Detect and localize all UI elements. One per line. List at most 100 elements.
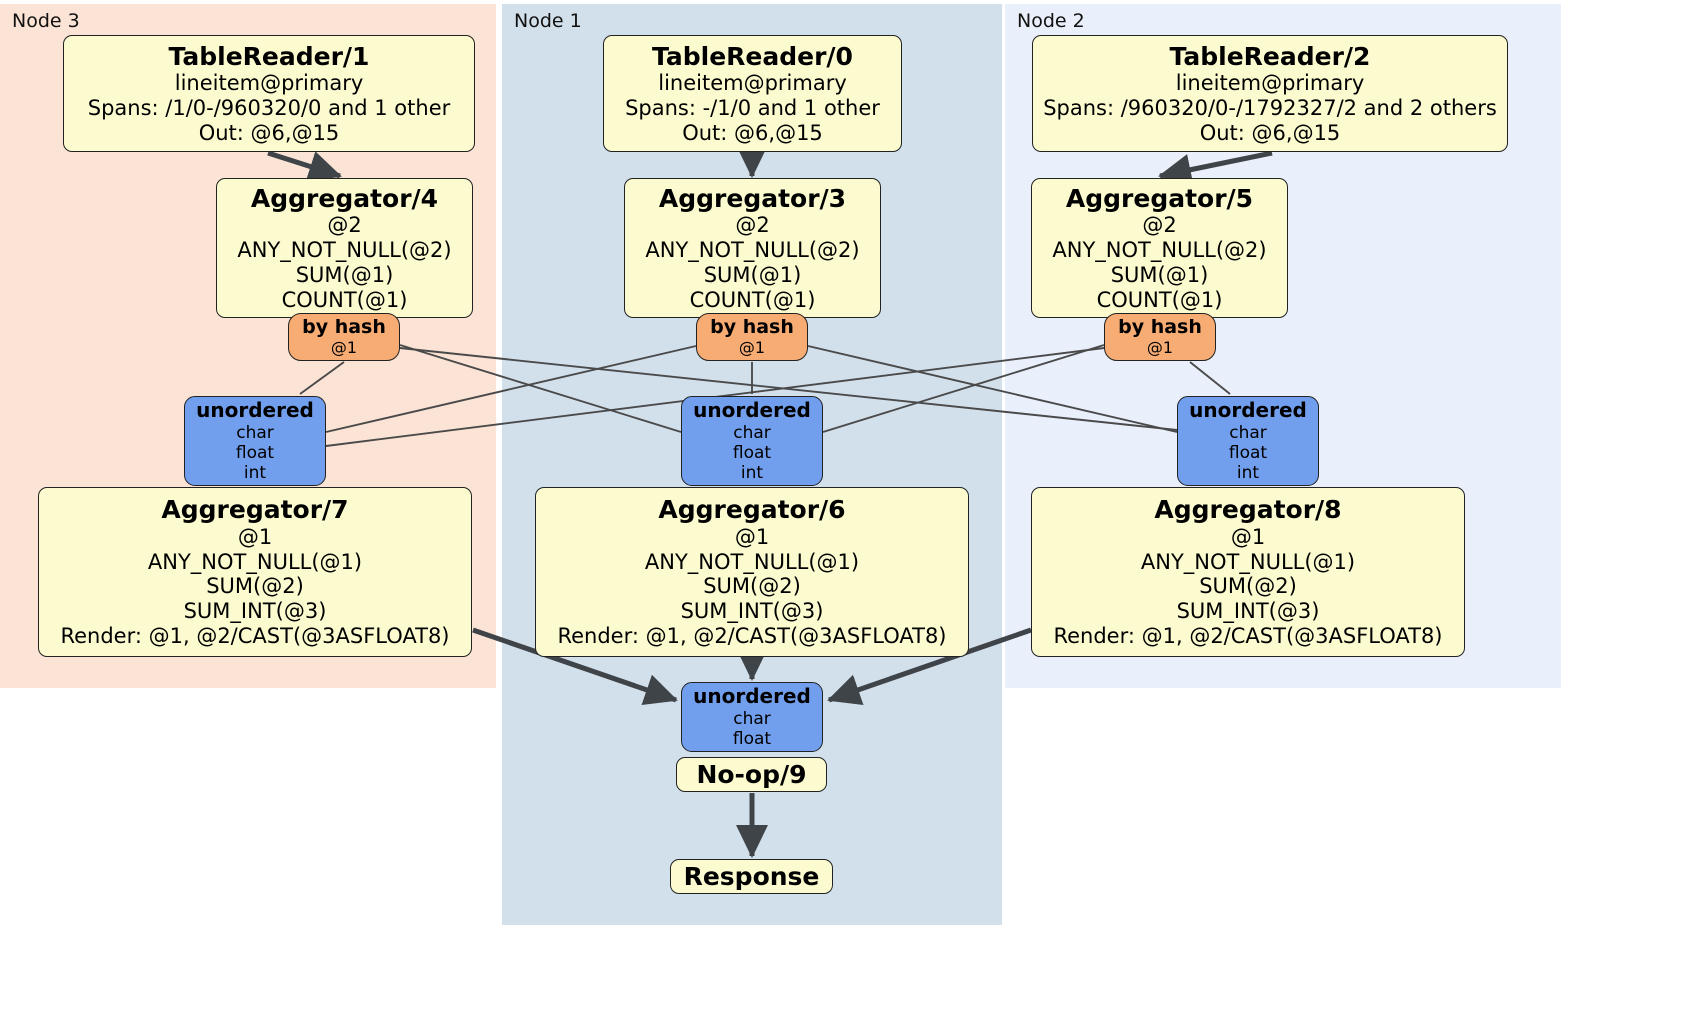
node-box-line: ANY_NOT_NULL(@1) <box>1140 549 1356 574</box>
edge-hash4-to-unordered7 <box>299 361 345 395</box>
node-panel-label: Node 3 <box>12 10 80 32</box>
edge-tablereader2-to-aggregator5 <box>1158 150 1273 186</box>
node-box-line: @1 <box>734 524 770 549</box>
node-box-title: unordered <box>693 684 811 709</box>
node-box-line: ANY_NOT_NULL(@2) <box>1052 237 1267 262</box>
node-box-title: TableReader/1 <box>168 41 370 71</box>
node-box-title: unordered <box>693 398 811 423</box>
node-box-title: Response <box>683 861 820 891</box>
node-box-line: char <box>733 708 771 729</box>
node-box-line: Spans: -/1/0 and 1 other <box>625 95 880 120</box>
node-box-line: SUM_INT(@3) <box>183 599 327 624</box>
node-box-line: COUNT(@1) <box>281 287 408 312</box>
node-box-line: COUNT(@1) <box>1096 287 1223 312</box>
node-box-title: Aggregator/3 <box>658 183 847 213</box>
node-box-line: Out: @6,@15 <box>198 120 340 145</box>
node-box-title: Aggregator/4 <box>250 183 439 213</box>
node-box-title: by hash <box>302 316 386 339</box>
node-box-line: COUNT(@1) <box>689 287 816 312</box>
node-box-line: Spans: /1/0-/960320/0 and 1 other <box>87 95 451 120</box>
node-box-line: @2 <box>735 213 770 238</box>
edge-hash4-to-unordered6 <box>399 344 682 433</box>
node-box-line: Out: @6,@15 <box>1199 120 1341 145</box>
node-box-line: Spans: /960320/0-/1792327/2 and 2 others <box>1043 95 1497 120</box>
node-box-line: float <box>1228 442 1268 463</box>
node-box-line: @1 <box>1230 524 1266 549</box>
node-box-line: @1 <box>237 524 273 549</box>
node-box-title: No-op/9 <box>696 759 807 789</box>
node-panel-label: Node 1 <box>514 10 582 32</box>
node-box-line: SUM(@2) <box>206 574 304 599</box>
node-box-hash3[interactable]: by hash@1 <box>696 313 808 361</box>
node-box-title: unordered <box>196 398 314 423</box>
node-box-line: SUM(@1) <box>295 262 394 287</box>
edge-hash3-to-unordered7 <box>325 345 697 433</box>
edge-hash5-to-unordered6 <box>822 344 1105 433</box>
node-box-line: @2 <box>327 213 362 238</box>
node-box-title: Aggregator/7 <box>161 495 349 525</box>
node-box-title: Aggregator/5 <box>1065 183 1254 213</box>
node-box-line: @1 <box>738 337 766 357</box>
node-box-hash4[interactable]: by hash@1 <box>288 313 400 361</box>
edge-tablereader1-to-aggregator4 <box>267 150 342 182</box>
node-box-line: float <box>235 442 275 463</box>
node-box-line: SUM(@2) <box>1199 574 1297 599</box>
node-box-line: ANY_NOT_NULL(@2) <box>237 237 452 262</box>
node-box-line: SUM(@1) <box>1110 262 1209 287</box>
node-box-line: ANY_NOT_NULL(@1) <box>147 549 363 574</box>
node-box-line: Render: @1, @2/CAST(@3ASFLOAT8) <box>1053 623 1443 648</box>
node-box-line: lineitem@primary <box>1175 71 1365 96</box>
node-box-title: unordered <box>1189 398 1307 423</box>
node-box-title: TableReader/0 <box>652 41 853 71</box>
node-box-line: SUM_INT(@3) <box>1176 599 1320 624</box>
node-box-line: char <box>1229 422 1267 443</box>
node-box-line: SUM(@2) <box>703 574 801 599</box>
node-box-title: Aggregator/8 <box>1154 495 1342 525</box>
edge-hash3-to-unordered8 <box>807 345 1178 433</box>
node-box-line: int <box>243 462 267 483</box>
node-box-line: @1 <box>330 337 358 357</box>
node-box-line: SUM_INT(@3) <box>680 599 824 624</box>
node-box-noop9[interactable]: No-op/9 <box>676 757 827 792</box>
node-box-line: char <box>733 422 771 443</box>
node-box-title: Aggregator/6 <box>658 495 846 525</box>
node-box-line: ANY_NOT_NULL(@1) <box>644 549 860 574</box>
node-box-line: @1 <box>1146 337 1174 357</box>
node-box-line: lineitem@primary <box>658 71 847 96</box>
node-box-response[interactable]: Response <box>670 859 833 894</box>
node-box-line: float <box>732 728 772 749</box>
node-box-hash5[interactable]: by hash@1 <box>1104 313 1216 361</box>
node-box-line: char <box>236 422 274 443</box>
node-box-line: int <box>740 462 764 483</box>
node-panel-label: Node 2 <box>1017 10 1085 32</box>
node-box-line: lineitem@primary <box>174 71 364 96</box>
edge-hash4-to-unordered8 <box>399 347 1178 431</box>
node-box-line: int <box>1236 462 1260 483</box>
node-box-title: TableReader/2 <box>1169 41 1371 71</box>
node-box-line: ANY_NOT_NULL(@2) <box>645 237 860 262</box>
node-box-line: Render: @1, @2/CAST(@3ASFLOAT8) <box>60 623 450 648</box>
node-box-line: Render: @1, @2/CAST(@3ASFLOAT8) <box>557 623 947 648</box>
node-box-line: SUM(@1) <box>703 262 802 287</box>
edge-hash5-to-unordered8 <box>1189 361 1231 395</box>
node-box-title: by hash <box>710 316 794 339</box>
node-box-title: by hash <box>1118 316 1202 339</box>
edge-aggregator7-to-unordered9 <box>472 627 678 706</box>
node-box-line: @2 <box>1142 213 1177 238</box>
edge-aggregator8-to-unordered9 <box>827 627 1032 705</box>
